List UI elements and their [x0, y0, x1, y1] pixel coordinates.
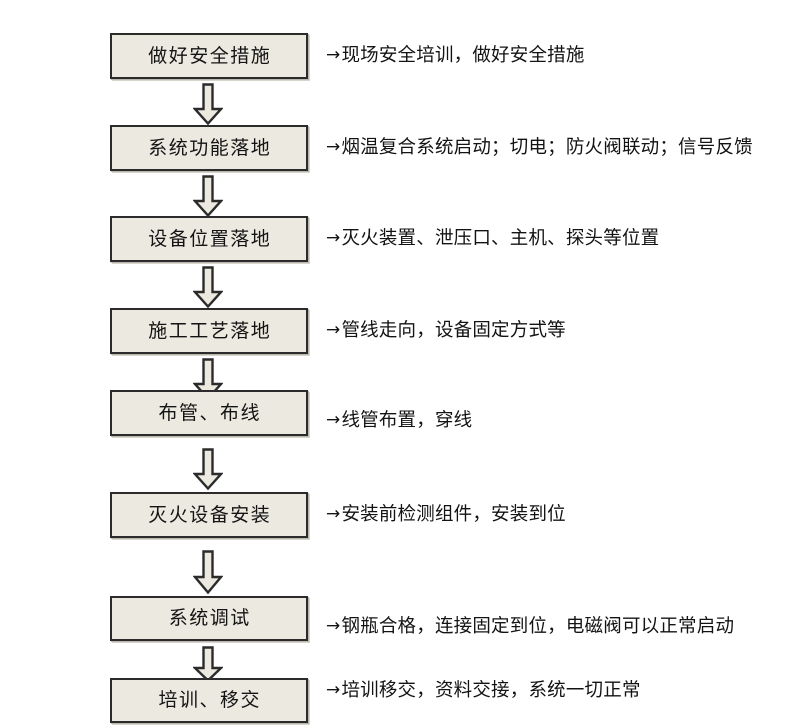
flow-step-box-5[interactable]: 布管、布线 — [110, 390, 308, 436]
annotation-text-8: 培训移交，资料交接，系统一切正常 — [341, 680, 641, 701]
flow-step-box-7[interactable]: 系统调试 — [110, 596, 308, 641]
flow-step-annotation-3: →灭火装置、泄压口、主机、探头等位置 — [326, 228, 660, 249]
flow-step-label-2: 系统功能落地 — [148, 136, 272, 159]
down-arrow-icon — [195, 177, 221, 216]
flow-step-annotation-4: →管线走向，设备固定方式等 — [326, 320, 566, 341]
flow-step-box-3[interactable]: 设备位置落地 — [110, 216, 308, 262]
flow-step-annotation-8: →培训移交，资料交接，系统一切正常 — [326, 680, 641, 701]
arrow-right-icon-3: → — [326, 228, 341, 248]
arrow-right-icon-6: → — [326, 504, 341, 524]
arrow-right-icon-8: → — [326, 680, 341, 700]
flow-connector-6-7 — [193, 550, 223, 594]
flow-step-label-5: 布管、布线 — [158, 401, 261, 424]
flow-step-annotation-1: →现场安全培训，做好安全措施 — [326, 45, 585, 66]
arrow-right-icon-2: → — [326, 137, 341, 157]
arrow-right-icon-4: → — [326, 320, 341, 340]
flow-step-annotation-5: →线管布置，穿线 — [326, 410, 473, 431]
annotation-text-4: 管线走向，设备固定方式等 — [341, 320, 566, 341]
down-arrow-icon — [195, 450, 221, 489]
flow-connector-1-2 — [193, 83, 223, 125]
flow-step-box-6[interactable]: 灭火设备安装 — [110, 492, 308, 538]
down-arrow-icon — [195, 85, 221, 124]
annotation-text-5: 线管布置，穿线 — [341, 410, 473, 431]
arrow-right-icon-5: → — [326, 410, 341, 430]
annotation-text-6: 安装前检测组件，安装到位 — [341, 504, 566, 525]
down-arrow-icon — [195, 552, 221, 593]
annotation-text-1: 现场安全培训，做好安全措施 — [341, 45, 585, 66]
down-arrow-icon — [195, 648, 221, 681]
flow-step-label-4: 施工工艺落地 — [148, 319, 272, 342]
flow-step-box-8[interactable]: 培训、移交 — [110, 678, 308, 723]
down-arrow-icon — [195, 268, 221, 307]
flow-step-annotation-2: →烟温复合系统启动；切电；防火阀联动；信号反馈 — [326, 137, 753, 158]
flow-step-label-3: 设备位置落地 — [148, 227, 272, 250]
flow-step-annotation-6: →安装前检测组件，安装到位 — [326, 504, 566, 525]
annotation-text-3: 灭火装置、泄压口、主机、探头等位置 — [341, 228, 660, 249]
flow-step-box-2[interactable]: 系统功能落地 — [110, 125, 308, 171]
flow-step-box-4[interactable]: 施工工艺落地 — [110, 308, 308, 354]
flow-step-label-6: 灭火设备安装 — [148, 503, 272, 526]
arrow-right-icon-7: → — [326, 616, 341, 636]
annotation-text-2: 烟温复合系统启动；切电；防火阀联动；信号反馈 — [341, 137, 753, 158]
annotation-text-7: 钢瓶合格，连接固定到位，电磁阀可以正常启动 — [341, 616, 735, 637]
flow-connector-7-8 — [193, 646, 223, 682]
flow-step-box-1[interactable]: 做好安全措施 — [110, 33, 308, 79]
flow-step-annotation-7: →钢瓶合格，连接固定到位，电磁阀可以正常启动 — [326, 616, 735, 637]
arrow-right-icon-1: → — [326, 45, 341, 65]
flow-connector-5-6 — [193, 448, 223, 490]
flow-step-label-1: 做好安全措施 — [148, 44, 272, 67]
flow-step-label-8: 培训、移交 — [158, 689, 261, 711]
flow-step-label-7: 系统调试 — [168, 607, 251, 629]
flow-connector-2-3 — [193, 175, 223, 217]
flow-connector-3-4 — [193, 266, 223, 308]
